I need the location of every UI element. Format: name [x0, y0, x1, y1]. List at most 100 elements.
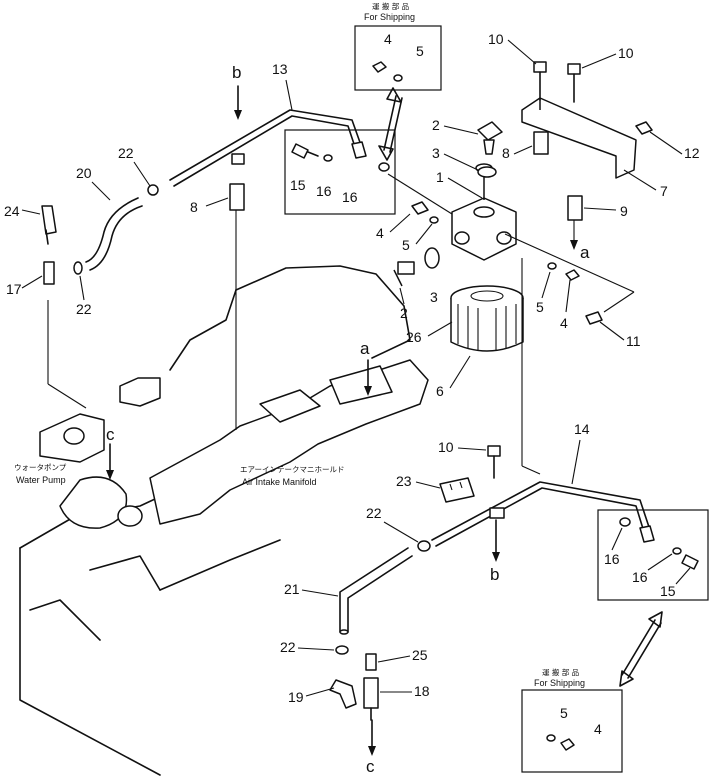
shipping-box-bottom-jp: 運 搬 部 品	[542, 667, 579, 677]
bolt-10-a	[533, 61, 547, 101]
water-pump	[39, 413, 143, 529]
callout-6: 6	[436, 383, 444, 399]
spacer-8-left	[229, 183, 245, 211]
fitting-25	[365, 653, 377, 671]
clip-23	[439, 477, 475, 503]
callout-16: 16	[604, 551, 620, 567]
callout-4: 4	[560, 315, 568, 331]
arrow-b-top	[234, 85, 242, 120]
arrow-c-top	[106, 443, 114, 480]
water-pump-label-jp: ウォータポンプ	[14, 463, 67, 472]
shipping-box-top-frame	[354, 25, 442, 91]
spacer-9	[567, 195, 583, 221]
callout-10: 10	[618, 45, 634, 61]
pipe-14-detail-box	[597, 509, 709, 601]
washer-5-shipping-bottom	[546, 734, 556, 742]
fitting-24	[41, 205, 57, 245]
callout-3: 3	[432, 145, 440, 161]
spacer-8-top	[533, 131, 549, 155]
callout-21: 21	[284, 581, 300, 597]
fitting-17	[43, 261, 55, 285]
filter-cartridge-6	[450, 285, 524, 352]
callout-4: 4	[384, 31, 392, 47]
callout-22: 22	[280, 639, 296, 655]
nut-12	[635, 121, 653, 135]
callout-22: 22	[76, 301, 92, 317]
arrow-b-bottom	[492, 519, 500, 562]
air-intake-manifold	[119, 359, 429, 525]
callout-4: 4	[594, 721, 602, 737]
callout-18: 18	[414, 683, 430, 699]
callout-15: 15	[290, 177, 306, 193]
letter-c-bottom: c	[366, 757, 375, 776]
callout-16: 16	[342, 189, 358, 205]
arrow-c-bottom	[368, 719, 376, 756]
callout-19: 19	[288, 689, 304, 705]
elbow-19	[329, 679, 357, 709]
water-pump-label: Water Pump	[16, 475, 66, 485]
letter-a-top: a	[580, 243, 590, 262]
callout-23: 23	[396, 473, 412, 489]
pipe-13-detail-box	[284, 129, 396, 215]
callout-5: 5	[560, 705, 568, 721]
letter-b-bottom: b	[490, 565, 499, 584]
bolt-4-shipping-bottom	[560, 738, 575, 751]
callout-10: 10	[438, 439, 454, 455]
callout-1: 1	[436, 169, 444, 185]
hose-21	[339, 547, 413, 635]
callout-labels: 4 5 10 10 13 2 8 12 3 22 15 16 16 1 7 20…	[4, 31, 700, 737]
bolt-4-shipping	[372, 61, 387, 73]
fuel-pipe-13	[169, 109, 367, 187]
callout-2: 2	[432, 117, 440, 133]
drain-valve-2-lower	[393, 261, 415, 287]
callout-22: 22	[366, 505, 382, 521]
washer-5-head	[429, 216, 439, 224]
callout-14: 14	[574, 421, 590, 437]
callout-10: 10	[488, 31, 504, 47]
callout-4: 4	[376, 225, 384, 241]
fuel-filter-head	[451, 163, 517, 261]
callout-20: 20	[76, 165, 92, 181]
callout-9: 9	[620, 203, 628, 219]
letter-b-top: b	[232, 63, 241, 82]
callout-16: 16	[632, 569, 648, 585]
callout-7: 7	[660, 183, 668, 199]
gasket-3-lower	[424, 247, 440, 269]
cylinder-head	[169, 265, 411, 371]
callout-13: 13	[272, 61, 288, 77]
callout-5: 5	[536, 299, 544, 315]
callout-25: 25	[412, 647, 428, 663]
bolt-4-right	[565, 269, 580, 281]
clamp-22-bottom	[335, 645, 349, 655]
bolt-10-b	[567, 63, 581, 103]
shipping-box-bottom: 運 搬 部 品 For Shipping	[521, 667, 623, 773]
callout-12: 12	[684, 145, 700, 161]
callout-5: 5	[402, 237, 410, 253]
callout-5: 5	[416, 43, 424, 59]
shipping-box-top: 運 搬 部 品 For Shipping	[354, 1, 442, 91]
pipe-14-detail-parts	[619, 517, 699, 570]
leader-lines	[47, 173, 635, 475]
bolt-10-c	[487, 445, 501, 479]
clamp-22-mid	[417, 540, 431, 552]
bolt-4-head	[411, 201, 429, 215]
washer-5-right	[547, 262, 557, 270]
air-bleed-2-top	[477, 121, 503, 155]
arrow-a-top	[570, 240, 578, 250]
air-intake-manifold-label: Air Intake Manifold	[242, 477, 317, 487]
callout-15: 15	[660, 583, 676, 599]
fitting-18	[363, 677, 379, 721]
callout-22: 22	[118, 145, 134, 161]
letter-a-manifold: a	[360, 339, 370, 358]
clamp-22-top	[147, 184, 159, 196]
shipping-box-top-jp: 運 搬 部 品	[372, 1, 409, 11]
callout-3: 3	[430, 289, 438, 305]
callout-8: 8	[190, 199, 198, 215]
callout-17: 17	[6, 281, 22, 297]
clamp-22-left	[73, 261, 83, 275]
air-intake-manifold-label-jp: エアーインテークマニホールド	[240, 465, 345, 474]
shipping-link-arrow-bottom	[619, 611, 663, 687]
shipping-box-top-title: For Shipping	[364, 12, 415, 22]
pipe-13-detail-parts	[291, 143, 390, 172]
